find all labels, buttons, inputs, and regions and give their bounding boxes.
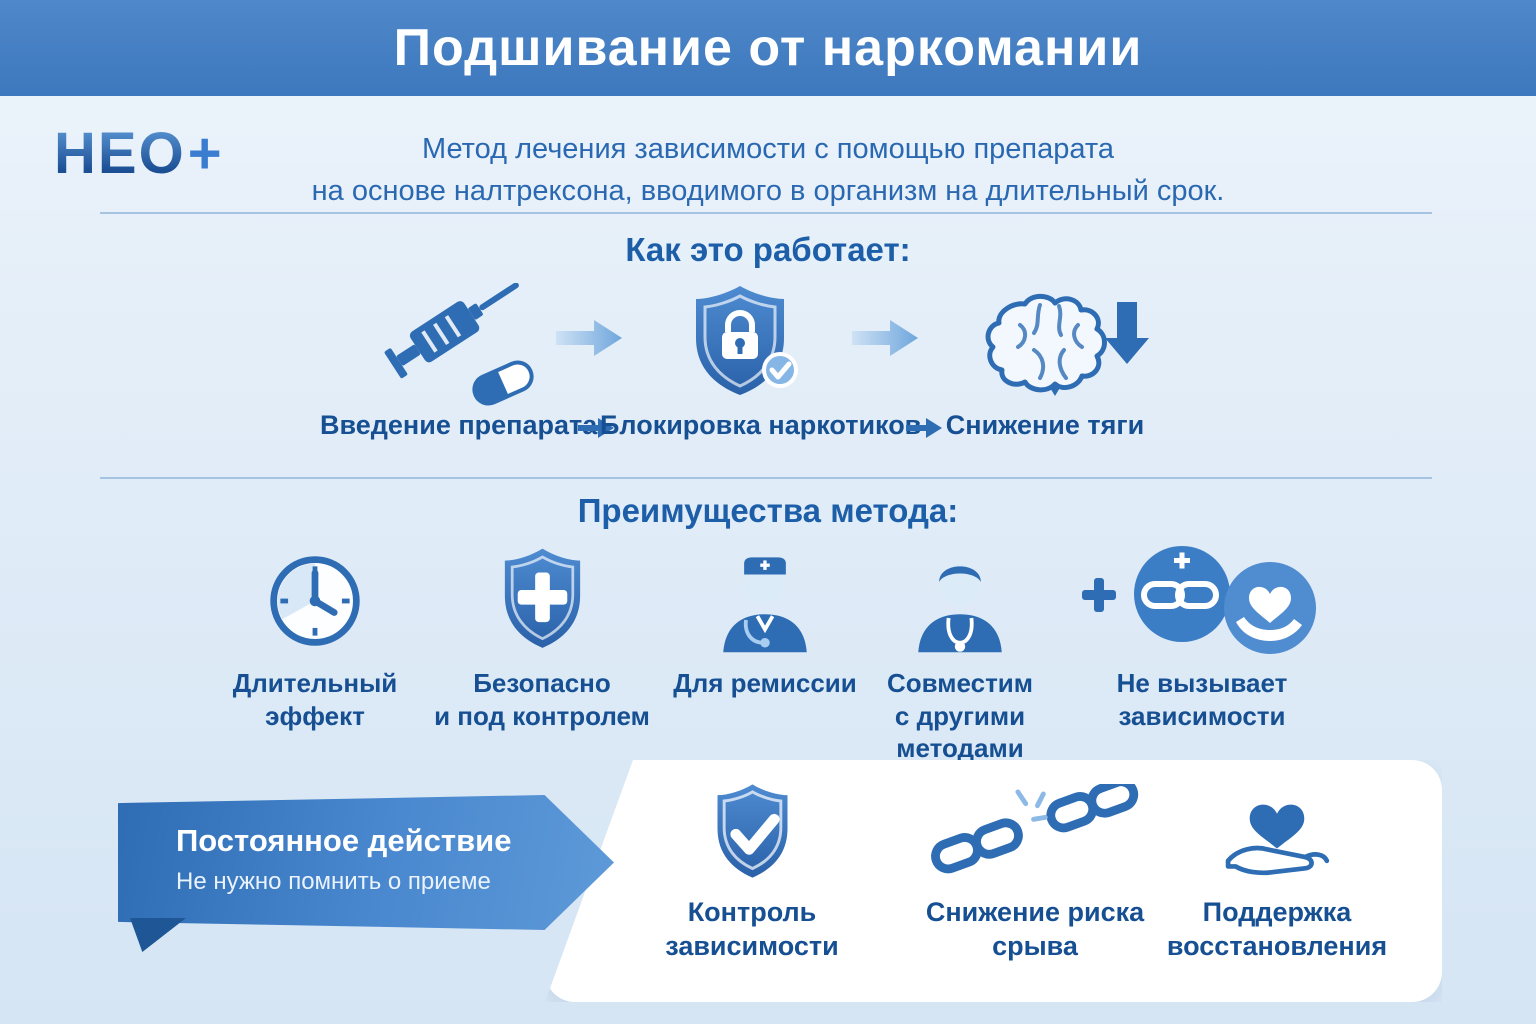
doctor-icon	[710, 545, 820, 657]
broken-chain-icon	[928, 778, 1143, 888]
hand-heart-icon	[1211, 778, 1343, 888]
benefit-recovery: Поддержка восстановления	[1157, 778, 1397, 964]
bottom-panel	[545, 760, 1442, 1002]
advantage-label: Безопасно и под контролем	[434, 668, 650, 731]
advantage-safe: Безопасно и под контролем	[432, 545, 652, 732]
arrow-right-icon	[852, 316, 920, 360]
benefit-control: Контроль зависимости	[602, 778, 902, 964]
step-label-blocking: Блокировка наркотиков	[600, 410, 922, 440]
shield-lock-icon	[676, 282, 804, 402]
benefit-label: Снижение риска срыва	[925, 897, 1145, 961]
step-label-injection: Введение препарата	[320, 410, 598, 440]
logo-text: НЕО	[54, 121, 186, 186]
clock-icon	[265, 545, 365, 657]
doctor-stethoscope-icon	[905, 545, 1015, 657]
advantage-remission: Для ремиссии	[655, 545, 875, 700]
advantage-compatible: Совместим с другими методами	[850, 545, 1070, 765]
ribbon-title: Постоянное действие	[176, 823, 512, 858]
ribbon-fold	[130, 918, 186, 952]
advantages-heading: Преимущества метода:	[577, 492, 959, 529]
chain-plus-heart-hand-icon	[1080, 545, 1324, 657]
advantage-no-addiction: Не вызывает зависимости	[1070, 545, 1334, 732]
benefit-label: Контроль зависимости	[665, 897, 839, 961]
shield-check-icon	[704, 778, 801, 888]
advantage-label: Для ремиссии	[673, 668, 857, 698]
syringe-pill-icon	[378, 283, 543, 408]
ribbon-subtitle: Не нужно помнить о приеме	[176, 868, 491, 895]
logo-plus-icon: +	[187, 121, 222, 186]
shield-cross-icon	[491, 545, 594, 657]
advantage-label: Не вызывает зависимости	[1116, 668, 1288, 731]
divider	[100, 477, 1432, 479]
arrow-right-icon	[906, 416, 944, 440]
divider	[100, 212, 1432, 214]
method-description: Метод лечения зависимости с помощью преп…	[311, 133, 1225, 208]
step-label-craving: Снижение тяги	[945, 410, 1145, 440]
advantage-label: Длительный эффект	[232, 668, 398, 731]
always-on-ribbon: Постоянное действие Не нужно помнить о п…	[118, 795, 614, 930]
brain-decrease-icon	[965, 290, 1155, 400]
arrow-right-icon	[556, 316, 624, 360]
how-it-works-heading: Как это работает:	[625, 231, 911, 268]
arrow-right-icon	[578, 416, 616, 440]
advantage-label: Совместим с другими методами	[886, 668, 1034, 763]
clinic-logo: НЕО +	[54, 120, 222, 187]
page-title: Подшивание от наркомании	[393, 19, 1143, 77]
benefit-relapse-risk: Снижение риска срыва	[885, 778, 1185, 964]
header-banner: Подшивание от наркомании	[0, 0, 1536, 96]
benefit-label: Поддержка восстановления	[1166, 897, 1388, 961]
advantage-long-effect: Длительный эффект	[195, 545, 435, 732]
